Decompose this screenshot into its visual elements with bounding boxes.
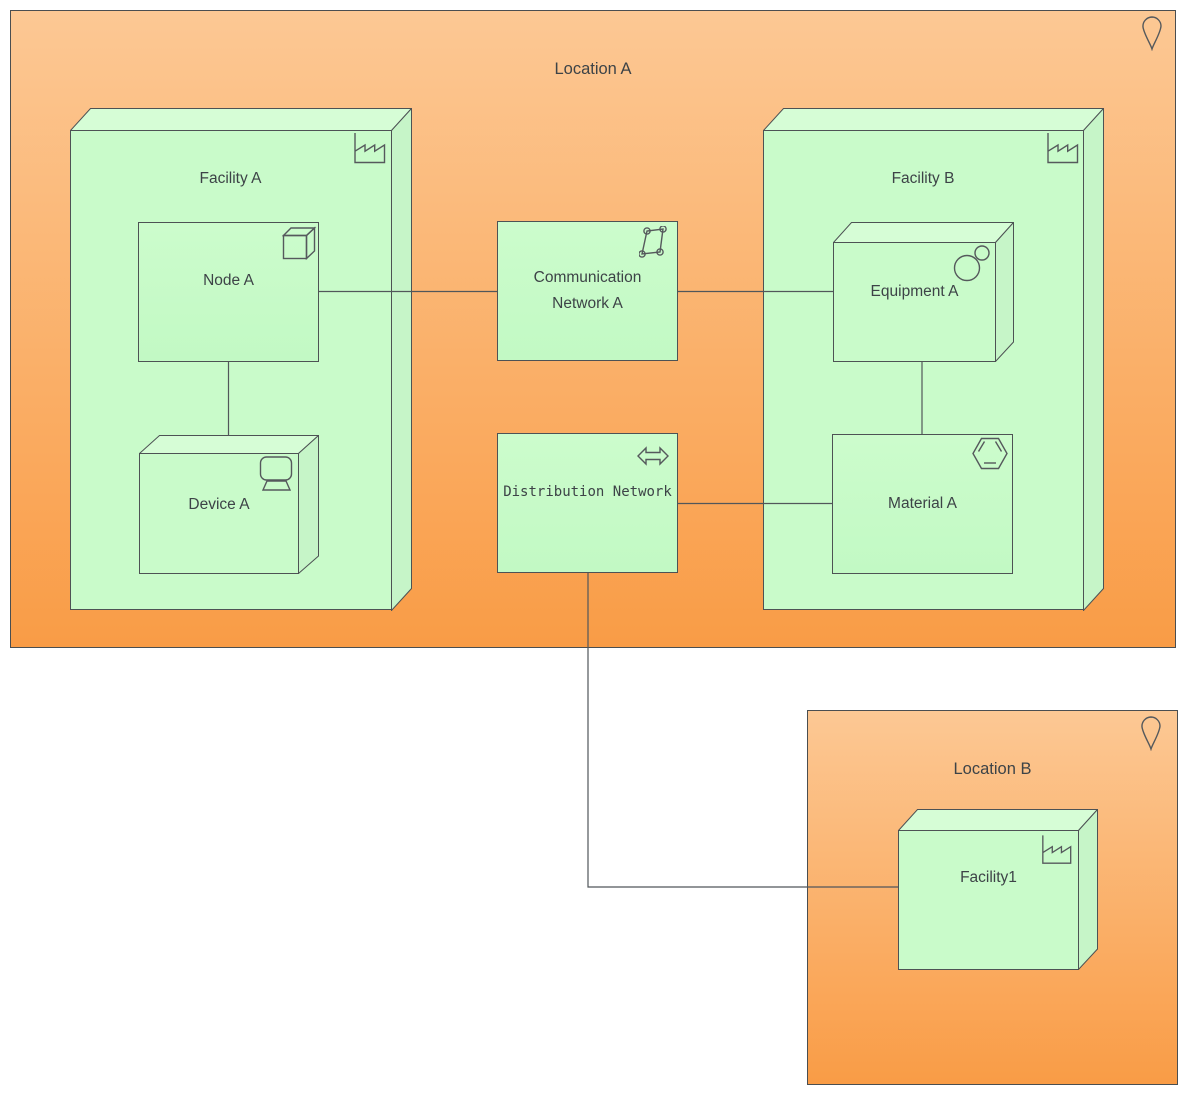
location-a-label: Location A	[554, 59, 632, 78]
equipment-a-box[interactable]	[833, 222, 1014, 362]
double-arrow-icon	[637, 446, 669, 466]
map-pin-icon	[1142, 16, 1162, 51]
communication-network-a[interactable]: Communication Network A	[497, 221, 678, 361]
node-a-label: Node A	[203, 272, 254, 289]
location-b-label: Location B	[953, 759, 1032, 778]
terminal-icon	[259, 456, 293, 491]
factory-icon	[354, 133, 386, 164]
communication-network-a-label: Communication Network A	[533, 269, 642, 312]
hexagon-icon	[972, 437, 1008, 470]
facility-1-box[interactable]	[898, 809, 1098, 970]
distribution-network-label: Distribution Network	[503, 484, 672, 500]
two-circles-icon	[953, 245, 990, 282]
material-a[interactable]: Material A	[832, 434, 1013, 574]
factory-icon	[1042, 835, 1072, 864]
factory-icon	[1047, 133, 1079, 164]
cube-3d-icon	[282, 226, 317, 261]
device-a-box[interactable]	[139, 435, 319, 574]
map-pin-icon	[1141, 716, 1161, 751]
network-nodes-icon	[639, 226, 667, 258]
material-a-label: Material A	[888, 495, 957, 512]
distribution-network[interactable]: Distribution Network	[497, 433, 678, 573]
node-a[interactable]: Node A	[138, 222, 319, 362]
